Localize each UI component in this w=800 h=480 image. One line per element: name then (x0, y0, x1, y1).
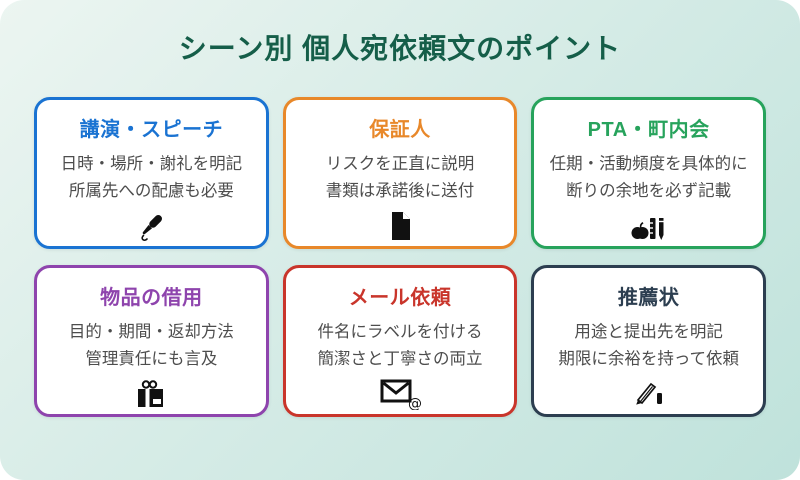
signature-pen-icon (633, 377, 665, 411)
email-icon: @ (379, 377, 421, 411)
card-point-line: 日時・場所・謝礼を明記 (60, 155, 243, 173)
page-title: シーン別 個人宛依頼文のポイント (178, 33, 622, 64)
document-icon (385, 209, 415, 243)
card-point-line: 用途と提出先を明記 (574, 323, 723, 341)
card-email-request: メール依頼 件名にラベルを付ける 簡潔さと丁寧さの両立 @ (282, 265, 518, 417)
card-point-line: 簡潔さと丁寧さの両立 (317, 350, 483, 368)
card-title: 推薦状 (617, 287, 680, 309)
card-recommendation-letter: 推薦状 用途と提出先を明記 期限に余裕を持って依頼 (531, 265, 766, 417)
card-point-line: 管理責任にも言及 (85, 350, 218, 368)
card-title: 講演・スピーチ (79, 119, 224, 141)
card-title: メール依頼 (348, 287, 452, 309)
card-pta-neighborhood: PTA・町内会 任期・活動頻度を具体的に 断りの余地を必ず記載 (531, 97, 766, 249)
card-point-line: 書類は承諾後に送付 (325, 182, 475, 200)
card-title: PTA・町内会 (587, 119, 710, 141)
card-item-borrowing: 物品の借用 目的・期間・返却方法 管理責任にも言及 (34, 265, 269, 417)
card-point-line: 断りの余地を必ず記載 (566, 182, 732, 200)
card-point-line: リスクを正直に説明 (325, 155, 475, 173)
school-supplies-icon (631, 209, 667, 243)
card-point-line: 任期・活動頻度を具体的に (549, 155, 748, 173)
card-point-line: 所属先への配慮も必要 (68, 182, 234, 200)
card-grid: 講演・スピーチ 日時・場所・謝礼を明記 所属先への配慮も必要 保証人 リスクを (0, 97, 800, 417)
card-title: 物品の借用 (100, 287, 203, 309)
card-lecture-speech: 講演・スピーチ 日時・場所・謝礼を明記 所属先への配慮も必要 (34, 97, 269, 249)
card-title: 保証人 (369, 119, 431, 141)
svg-text:@: @ (408, 396, 421, 410)
gift-icon (134, 377, 168, 411)
card-point-line: 件名にラベルを付ける (317, 323, 483, 341)
microphone-icon (135, 209, 167, 243)
card-point-line: 目的・期間・返却方法 (68, 323, 234, 341)
card-guarantor: 保証人 リスクを正直に説明 書類は承諾後に送付 (282, 97, 518, 249)
card-point-line: 期限に余裕を持って依頼 (558, 350, 739, 368)
